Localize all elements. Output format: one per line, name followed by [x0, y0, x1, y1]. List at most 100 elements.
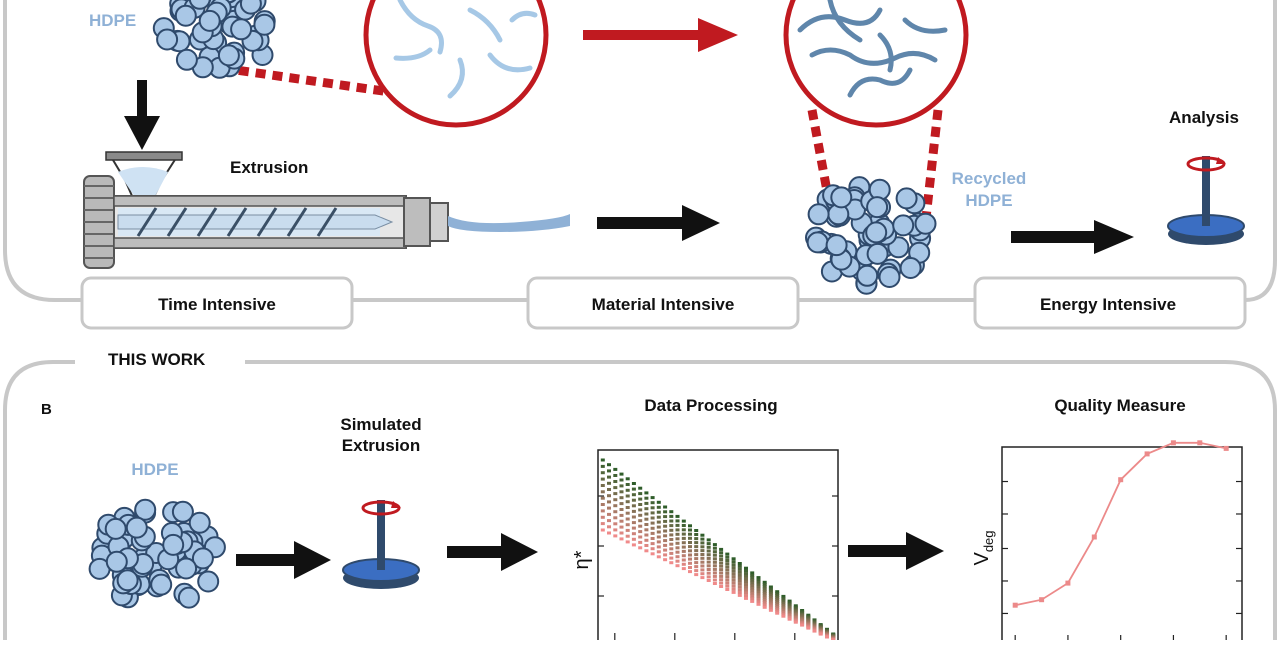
dp-point [700, 568, 705, 572]
dp-point [787, 601, 792, 605]
dp-point [656, 520, 661, 524]
dp-point [625, 534, 630, 538]
dp-point [644, 501, 649, 505]
dp-point [712, 546, 717, 550]
dp-point [619, 519, 624, 523]
dp-point [613, 534, 618, 538]
dp-point [787, 616, 792, 619]
dp-point [775, 603, 780, 607]
dp-point [656, 545, 661, 549]
screw-shaft [117, 214, 394, 230]
dp-point [600, 477, 605, 481]
dp-point [781, 600, 786, 604]
dp-point [681, 567, 686, 571]
dp-point [762, 585, 767, 589]
dp-point [650, 516, 655, 520]
dp-point [688, 528, 692, 532]
dp-chart-frame [597, 449, 839, 645]
dp-point [663, 534, 668, 538]
pellet [175, 48, 198, 71]
dp-point [631, 504, 636, 508]
dp-point [619, 525, 624, 529]
dp-point [737, 562, 742, 565]
dp-point [607, 519, 611, 523]
dp-point [694, 545, 699, 549]
bottom-hdpe-label: HDPE [131, 460, 178, 479]
dp-point [619, 508, 624, 511]
dp-point [719, 564, 724, 568]
dp-point [681, 562, 686, 566]
dp-point [650, 537, 655, 540]
dp-point [613, 467, 618, 471]
dp-point [650, 496, 655, 500]
dp-point [768, 591, 773, 595]
dp-point [781, 607, 786, 611]
dp-point [768, 602, 773, 606]
dp-point [756, 578, 761, 582]
dp-point [650, 521, 655, 525]
dp-point [725, 584, 730, 588]
dp-point [744, 583, 748, 587]
dp-point [625, 500, 630, 504]
dp-point [675, 528, 680, 532]
dp-point [737, 582, 742, 586]
dp-point [638, 530, 643, 534]
pellet [856, 264, 879, 287]
dp-point [663, 553, 668, 557]
dp-point [750, 571, 755, 575]
dp-point [694, 541, 699, 545]
dp-point [650, 531, 655, 535]
dp-point [625, 494, 630, 498]
pellet [191, 547, 214, 570]
dp-point [644, 491, 649, 495]
dp-point [744, 580, 748, 584]
dp-point [768, 587, 773, 591]
dp-point [700, 572, 705, 576]
dp-point [600, 458, 605, 462]
dp-point [756, 583, 761, 587]
dp-point [663, 515, 668, 519]
dp-point [650, 552, 655, 556]
dp-point [644, 507, 649, 511]
dp-point [706, 568, 711, 571]
rotation-arrowhead [391, 501, 401, 508]
motor-gear-teeth [84, 185, 114, 259]
dp-point [762, 587, 767, 591]
dp-point [787, 607, 792, 611]
dp-point [688, 557, 692, 561]
dp-point [719, 585, 724, 588]
dp-point [737, 585, 742, 589]
dp-point [681, 541, 686, 545]
dp-point [675, 541, 680, 545]
pellet [134, 498, 157, 521]
dp-point [625, 506, 630, 509]
dp-point [725, 562, 730, 566]
dp-point [638, 535, 643, 539]
dp-point [762, 594, 767, 598]
dp-point [613, 480, 618, 483]
dp-point [712, 543, 717, 547]
dp-point [725, 555, 730, 559]
pellet [188, 0, 211, 10]
hopper-rim [105, 151, 183, 161]
dp-point [694, 529, 699, 532]
dp-point [719, 547, 724, 551]
dp-point [781, 603, 786, 607]
dp-point [744, 585, 748, 589]
dp-point [631, 537, 636, 541]
quality-point [1223, 445, 1229, 451]
dp-point [731, 560, 736, 564]
dp-point [706, 564, 711, 568]
dp-point [812, 629, 817, 633]
dp-point [731, 578, 736, 582]
dp-point [638, 486, 643, 490]
pellet [175, 557, 198, 580]
recycled-hdpe-pellet-cluster [805, 176, 937, 295]
quality-measure-title: Quality Measure [1054, 396, 1185, 415]
dp-point [737, 570, 742, 574]
dp-point [768, 604, 773, 608]
dp-point [762, 583, 767, 586]
dp-point [725, 588, 730, 591]
dp-point [787, 604, 792, 608]
dp-point [681, 532, 686, 536]
